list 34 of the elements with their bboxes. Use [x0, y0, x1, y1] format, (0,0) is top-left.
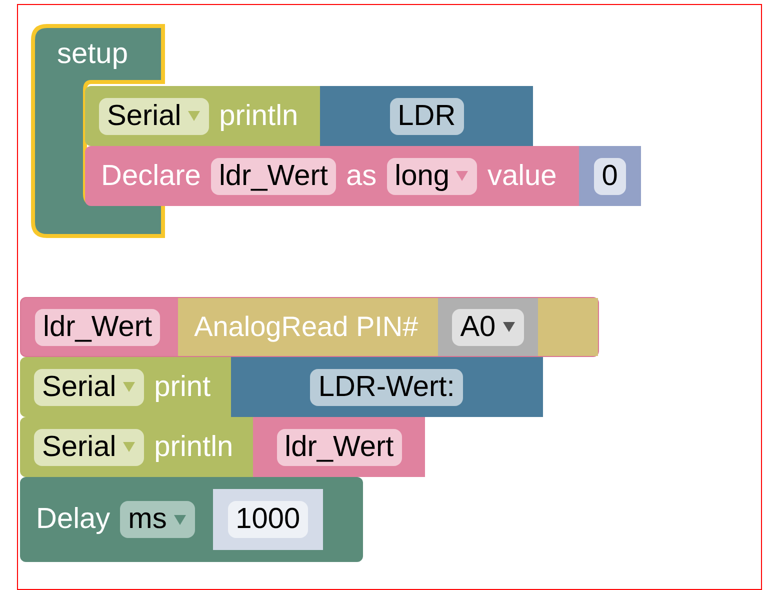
value-block — [212, 489, 323, 550]
block-label: as — [346, 160, 377, 192]
code-block — [85, 86, 534, 146]
block-label: print — [154, 370, 211, 404]
dropdown-field: Serial — [34, 428, 144, 466]
text-field: ldr_Wert — [210, 158, 336, 194]
value-block — [320, 86, 534, 146]
value-text: LDR — [390, 98, 464, 134]
block-label: AnalogRead PIN# — [194, 311, 418, 343]
dropdown-field: Serial — [34, 368, 144, 406]
code-block — [20, 477, 363, 562]
block-label: value — [487, 160, 557, 192]
text-field: ldr_Wert — [35, 308, 160, 346]
code-block — [85, 146, 641, 206]
value-block — [253, 417, 426, 477]
dropdown-field: Serial — [99, 98, 210, 134]
block-label: println — [219, 100, 298, 132]
code-block — [20, 417, 426, 477]
value-text: 0 — [594, 158, 626, 194]
block-label: setup — [57, 38, 128, 71]
dropdown-field: A0 — [452, 308, 524, 346]
value-block — [578, 146, 641, 206]
block-label: Declare — [101, 160, 201, 192]
dropdown-field: long — [386, 158, 478, 194]
value-block — [178, 298, 598, 356]
code-block — [20, 357, 543, 417]
block-label: Delay — [36, 503, 110, 536]
value-text: ldr_Wert — [276, 428, 402, 466]
dropdown-field: ms — [120, 501, 195, 538]
value-text: LDR-Wert: — [310, 368, 463, 406]
value-block — [230, 357, 543, 417]
code-block — [20, 297, 600, 357]
block-label: println — [154, 430, 234, 464]
value-text: 1000 — [228, 501, 308, 538]
